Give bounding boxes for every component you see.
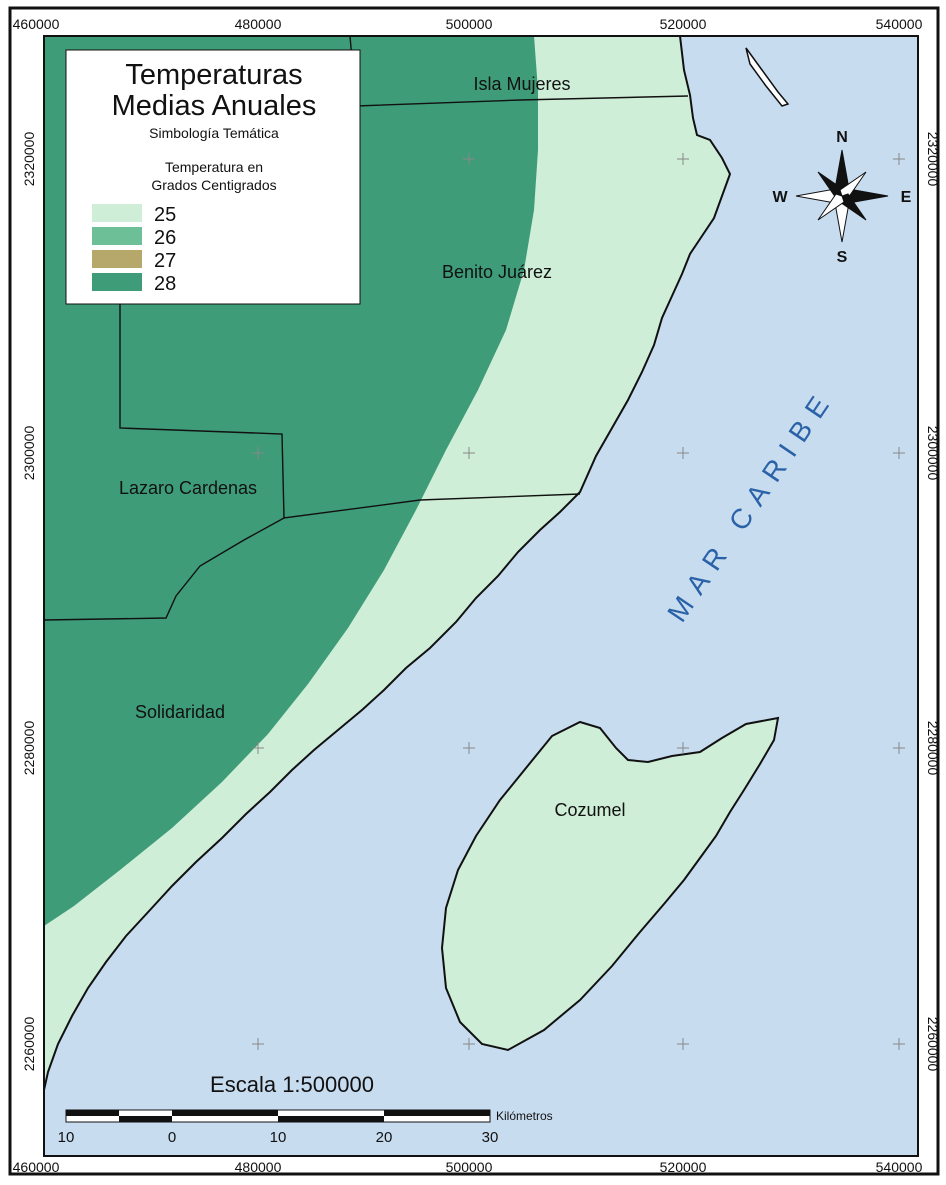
legend-swatch-28: [92, 273, 142, 291]
grid-y-label: 2320000: [925, 132, 941, 187]
label-benito-juarez: Benito Juárez: [442, 262, 552, 282]
scale-tick: 30: [482, 1129, 499, 1146]
scale-title: Escala 1:500000: [210, 1072, 374, 1097]
grid-y-label: 2300000: [21, 426, 37, 481]
grid-y-label: 2300000: [925, 426, 941, 481]
cozumel-island: [440, 716, 780, 1052]
compass-north-label: N: [836, 129, 848, 146]
legend-title-line1: Temperaturas: [125, 59, 302, 91]
scale-segment: [172, 1110, 278, 1116]
boundary-lazaro-solidaridad: [43, 517, 285, 621]
legend-swatch-25: [92, 204, 142, 222]
north-arrow-icon: [795, 149, 889, 243]
compass-rose: N S E W: [772, 129, 911, 266]
label-lazaro-cardenas: Lazaro Cardenas: [119, 478, 257, 498]
scale-tick: 0: [168, 1129, 176, 1146]
legend-label-26: 26: [154, 227, 176, 249]
grid-x-label: 460000: [13, 1159, 60, 1175]
scale-segment: [66, 1110, 119, 1116]
scale-tick: 20: [376, 1129, 393, 1146]
scale-segment: [119, 1116, 172, 1122]
grid-x-label: 540000: [876, 1159, 923, 1175]
scale-segment: [384, 1110, 490, 1116]
legend-heading-line2: Grados Centigrados: [151, 177, 276, 193]
scale-bar: Escala 1:500000 Kilómetros 10 0 10 20 30: [58, 1072, 553, 1146]
scale-segment: [278, 1116, 384, 1122]
grid-y-label: 2320000: [21, 132, 37, 187]
grid-crosses: [252, 153, 905, 1050]
grid-x-label: 520000: [660, 1159, 707, 1175]
label-isla-mujeres: Isla Mujeres: [473, 74, 570, 94]
grid-labels-bottom: 460000 480000 500000 520000 540000: [13, 1159, 923, 1175]
scale-unit: Kilómetros: [496, 1109, 553, 1123]
boundary-benito-lazaro: [119, 296, 581, 519]
legend-swatch-27: [92, 250, 142, 268]
scale-tick: 10: [270, 1129, 287, 1146]
legend-label-28: 28: [154, 273, 176, 295]
grid-y-label: 2260000: [21, 1017, 37, 1072]
grid-x-label: 500000: [446, 1159, 493, 1175]
grid-y-label: 2260000: [925, 1017, 941, 1072]
compass-east-label: E: [901, 189, 912, 206]
grid-y-label: 2280000: [925, 721, 941, 776]
legend-swatch-26: [92, 227, 142, 245]
small-island: [745, 47, 790, 107]
scale-tick: 10: [58, 1129, 75, 1146]
outer-frame: [8, 6, 940, 1176]
compass-south-label: S: [837, 249, 848, 266]
grid-y-label: 2280000: [21, 721, 37, 776]
map-area: Isla Mujeres Benito Juárez Lazaro Carden…: [43, 35, 918, 1156]
grid-labels-right: 2320000 2300000 2280000 2260000: [925, 132, 941, 1072]
map-frame: [43, 35, 919, 1157]
legend-subtitle: Simbología Temática: [149, 125, 279, 141]
coastline: [43, 35, 732, 1091]
compass-west-label: W: [772, 189, 788, 206]
label-cozumel: Cozumel: [554, 800, 625, 820]
grid-x-label: 480000: [235, 16, 282, 32]
grid-labels-left: 2320000 2300000 2280000 2260000: [21, 132, 37, 1072]
grid-x-label: 480000: [235, 1159, 282, 1175]
legend-heading-line1: Temperatura en: [165, 159, 263, 175]
legend-label-27: 27: [154, 250, 176, 272]
grid-x-label: 500000: [446, 16, 493, 32]
grid-labels-top: 460000 480000 500000 520000 540000: [13, 16, 923, 32]
label-solidaridad: Solidaridad: [135, 702, 225, 722]
legend-title-line2: Medias Anuales: [112, 90, 317, 122]
grid-x-label: 520000: [660, 16, 707, 32]
grid-x-label: 460000: [13, 16, 60, 32]
legend-label-25: 25: [154, 204, 176, 226]
grid-x-label: 540000: [876, 16, 923, 32]
legend: Temperaturas Medias Anuales Simbología T…: [65, 49, 361, 305]
